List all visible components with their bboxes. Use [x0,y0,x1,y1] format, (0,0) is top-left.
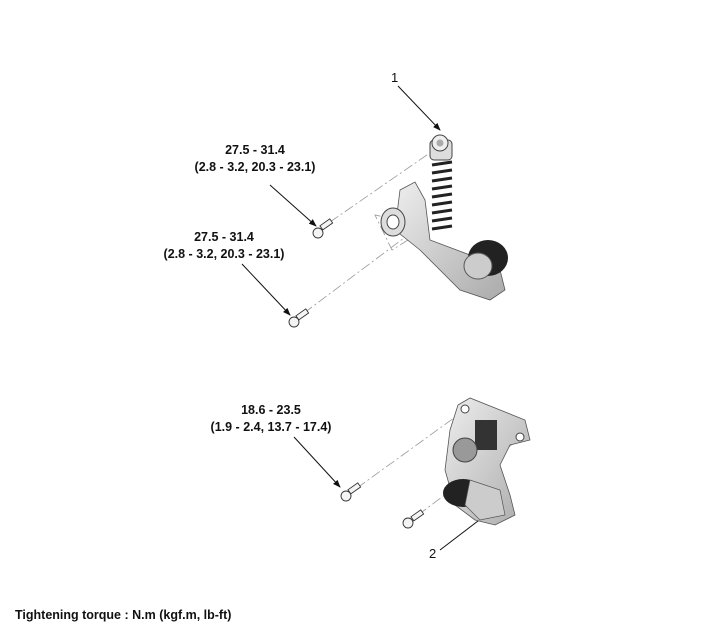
callout-number-2: 2 [429,546,437,561]
torque-spec-label: 18.6 - 23.5 (1.9 - 2.4, 13.7 - 17.4) [211,402,332,436]
auto-tensioner-assembly [380,134,508,301]
leader-arrow-item1 [397,85,441,131]
torque-value: 27.5 - 31.4 [225,143,285,157]
torque-value: 27.5 - 31.4 [194,230,254,244]
tensioner-bracket-assembly [443,397,531,526]
torque-value-alt-units: (1.9 - 2.4, 13.7 - 17.4) [210,420,332,434]
bolt-icon [288,308,310,328]
leader-arrow-torque3 [293,436,341,488]
torque-value-alt-units: (2.8 - 3.2, 20.3 - 23.1) [163,247,285,261]
leader-arrow-torque1 [269,184,317,227]
bolt-icon [312,218,334,239]
torque-spec-label: 27.5 - 31.4 (2.8 - 3.2, 20.3 - 23.1) [195,142,316,176]
bolt-icon [402,509,425,529]
leader-arrow-torque2 [241,263,291,316]
torque-spec-label: 27.5 - 31.4 (2.8 - 3.2, 20.3 - 23.1) [164,229,285,263]
torque-value: 18.6 - 23.5 [241,403,301,417]
callout-number-1: 1 [391,70,399,85]
bolt-icon [340,482,362,502]
torque-value-alt-units: (2.8 - 3.2, 20.3 - 23.1) [194,160,316,174]
torque-units-note: Tightening torque : N.m (kgf.m, lb-ft) [15,608,232,622]
